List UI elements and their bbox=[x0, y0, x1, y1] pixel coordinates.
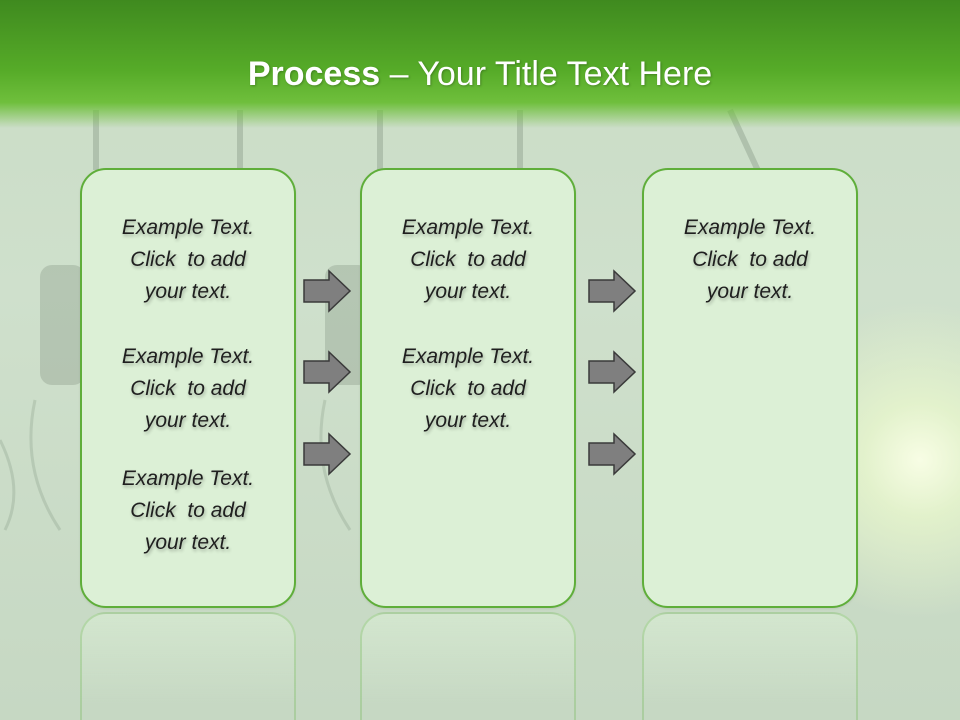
text-line: Click to add bbox=[130, 248, 246, 271]
text-line: Example Text. bbox=[121, 216, 255, 239]
text-line: your text. bbox=[144, 280, 232, 303]
text-block[interactable]: Example Text. Click to add your text. bbox=[82, 212, 294, 308]
text-line: your text. bbox=[144, 531, 232, 554]
text-line: your text. bbox=[706, 280, 794, 303]
text-block[interactable]: Example Text. Click to add your text. bbox=[362, 341, 574, 437]
arrow-right-icon bbox=[588, 350, 637, 394]
text-block[interactable]: Example Text. Click to add your text. bbox=[644, 212, 856, 308]
text-block[interactable]: Example Text. Click to add your text. bbox=[362, 212, 574, 308]
text-line: Click to add bbox=[410, 377, 526, 400]
box-reflection-1 bbox=[80, 612, 296, 720]
text-line: Click to add bbox=[130, 499, 246, 522]
text-line: Example Text. bbox=[401, 345, 535, 368]
arrow-right-icon bbox=[588, 432, 637, 476]
text-line: your text. bbox=[424, 280, 512, 303]
text-line: Example Text. bbox=[121, 345, 255, 368]
process-box-1[interactable]: Example Text. Click to add your text. Ex… bbox=[80, 168, 296, 608]
box-reflection-2 bbox=[360, 612, 576, 720]
text-line: Example Text. bbox=[683, 216, 817, 239]
title-bold: Process bbox=[247, 55, 381, 93]
text-line: your text. bbox=[144, 409, 232, 432]
text-line: Click to add bbox=[692, 248, 808, 271]
text-line: your text. bbox=[424, 409, 512, 432]
box-reflection-3 bbox=[642, 612, 858, 720]
text-line: Click to add bbox=[130, 377, 246, 400]
text-line: Example Text. bbox=[121, 467, 255, 490]
slide-title[interactable]: Process – Your Title Text Here bbox=[0, 54, 960, 94]
text-block[interactable]: Example Text. Click to add your text. bbox=[82, 341, 294, 437]
text-line: Example Text. bbox=[401, 216, 535, 239]
title-bar bbox=[0, 0, 960, 128]
text-block[interactable]: Example Text. Click to add your text. bbox=[82, 463, 294, 559]
arrow-right-icon bbox=[303, 350, 352, 394]
arrow-right-icon bbox=[303, 432, 352, 476]
arrow-right-icon bbox=[588, 269, 637, 313]
text-line: Click to add bbox=[410, 248, 526, 271]
arrow-right-icon bbox=[303, 269, 352, 313]
process-box-3[interactable]: Example Text. Click to add your text. bbox=[642, 168, 858, 608]
title-rest: – Your Title Text Here bbox=[380, 55, 713, 93]
process-box-2[interactable]: Example Text. Click to add your text. Ex… bbox=[360, 168, 576, 608]
